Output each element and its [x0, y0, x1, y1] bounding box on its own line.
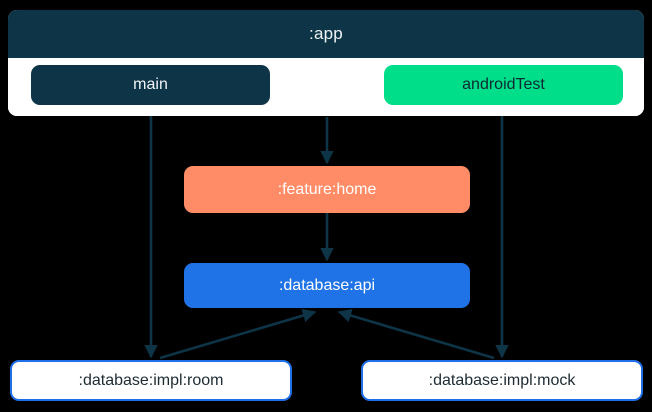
node-database-api[interactable]: :database:api: [184, 263, 470, 308]
edge-database-impl-room-to-database-api: [159, 308, 317, 360]
node-feature-home[interactable]: :feature:home: [184, 166, 470, 213]
subgraph-app-body: main androidTest: [8, 58, 644, 116]
subgraph-app-title: :app: [8, 10, 644, 58]
subgraph-app[interactable]: :app main androidTest: [8, 10, 644, 116]
node-source-set-androidtest[interactable]: androidTest: [384, 65, 623, 105]
node-database-impl-room[interactable]: :database:impl:room: [10, 360, 292, 401]
node-database-impl-mock[interactable]: :database:impl:mock: [361, 360, 643, 401]
edge-database-impl-mock-to-database-api: [337, 308, 495, 360]
node-source-set-main[interactable]: main: [31, 65, 270, 105]
